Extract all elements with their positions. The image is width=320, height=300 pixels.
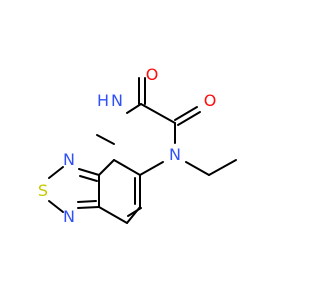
atom-label-oxygen-top: O [146,65,159,84]
bond-c3-o-b [177,111,201,126]
atom-labels: O O H N N N S N [38,65,216,226]
atom-label-sulfur: S [38,181,48,200]
atom-label-nitrogen-ethyl: N [169,145,181,164]
molecule-structure: O O H N N N S N [38,65,237,226]
atom-label-nitrogen-thiadiazole-top: N [63,150,75,169]
pyrazine-dione-ring [96,103,176,176]
atom-label-hydrogen: H [97,91,109,110]
bond-n1-c2 [126,103,142,114]
bond-c9-c8 [98,206,128,224]
bond-c4a-c8a [113,159,141,176]
bond-s-n-bottom [48,200,64,213]
ethyl-group [185,159,237,176]
atom-label-nitrogen-thiadiazole-bottom: N [63,207,75,226]
bond-n-bottom-c9-inner [77,200,97,203]
bond-n4-ch2 [185,161,210,176]
bond-c2-c3 [140,103,176,124]
bond-c9a-n-top-inner [79,175,98,182]
atom-label-nitrogen-nh: N [111,91,123,110]
molecule-canvas: O O H N N N S N [37,65,237,226]
bond-c8a-c9a [98,159,115,176]
atom-label-oxygen-right: O [204,91,217,110]
bond-n-top-s [48,166,64,179]
carbonyl-bonds [138,77,201,126]
thiadiazole-ring [48,166,100,213]
bond-n4-c4a [139,161,164,176]
bond-n-bottom-c9 [77,206,100,209]
bond-c8a-n1 [96,134,115,145]
bond-c8-c7-inner [127,207,142,217]
bond-c9a-n-top [78,168,100,176]
bond-c3-o-a [174,106,198,121]
bond-ch2-ch3 [208,159,237,176]
benzene-ring [98,159,142,224]
